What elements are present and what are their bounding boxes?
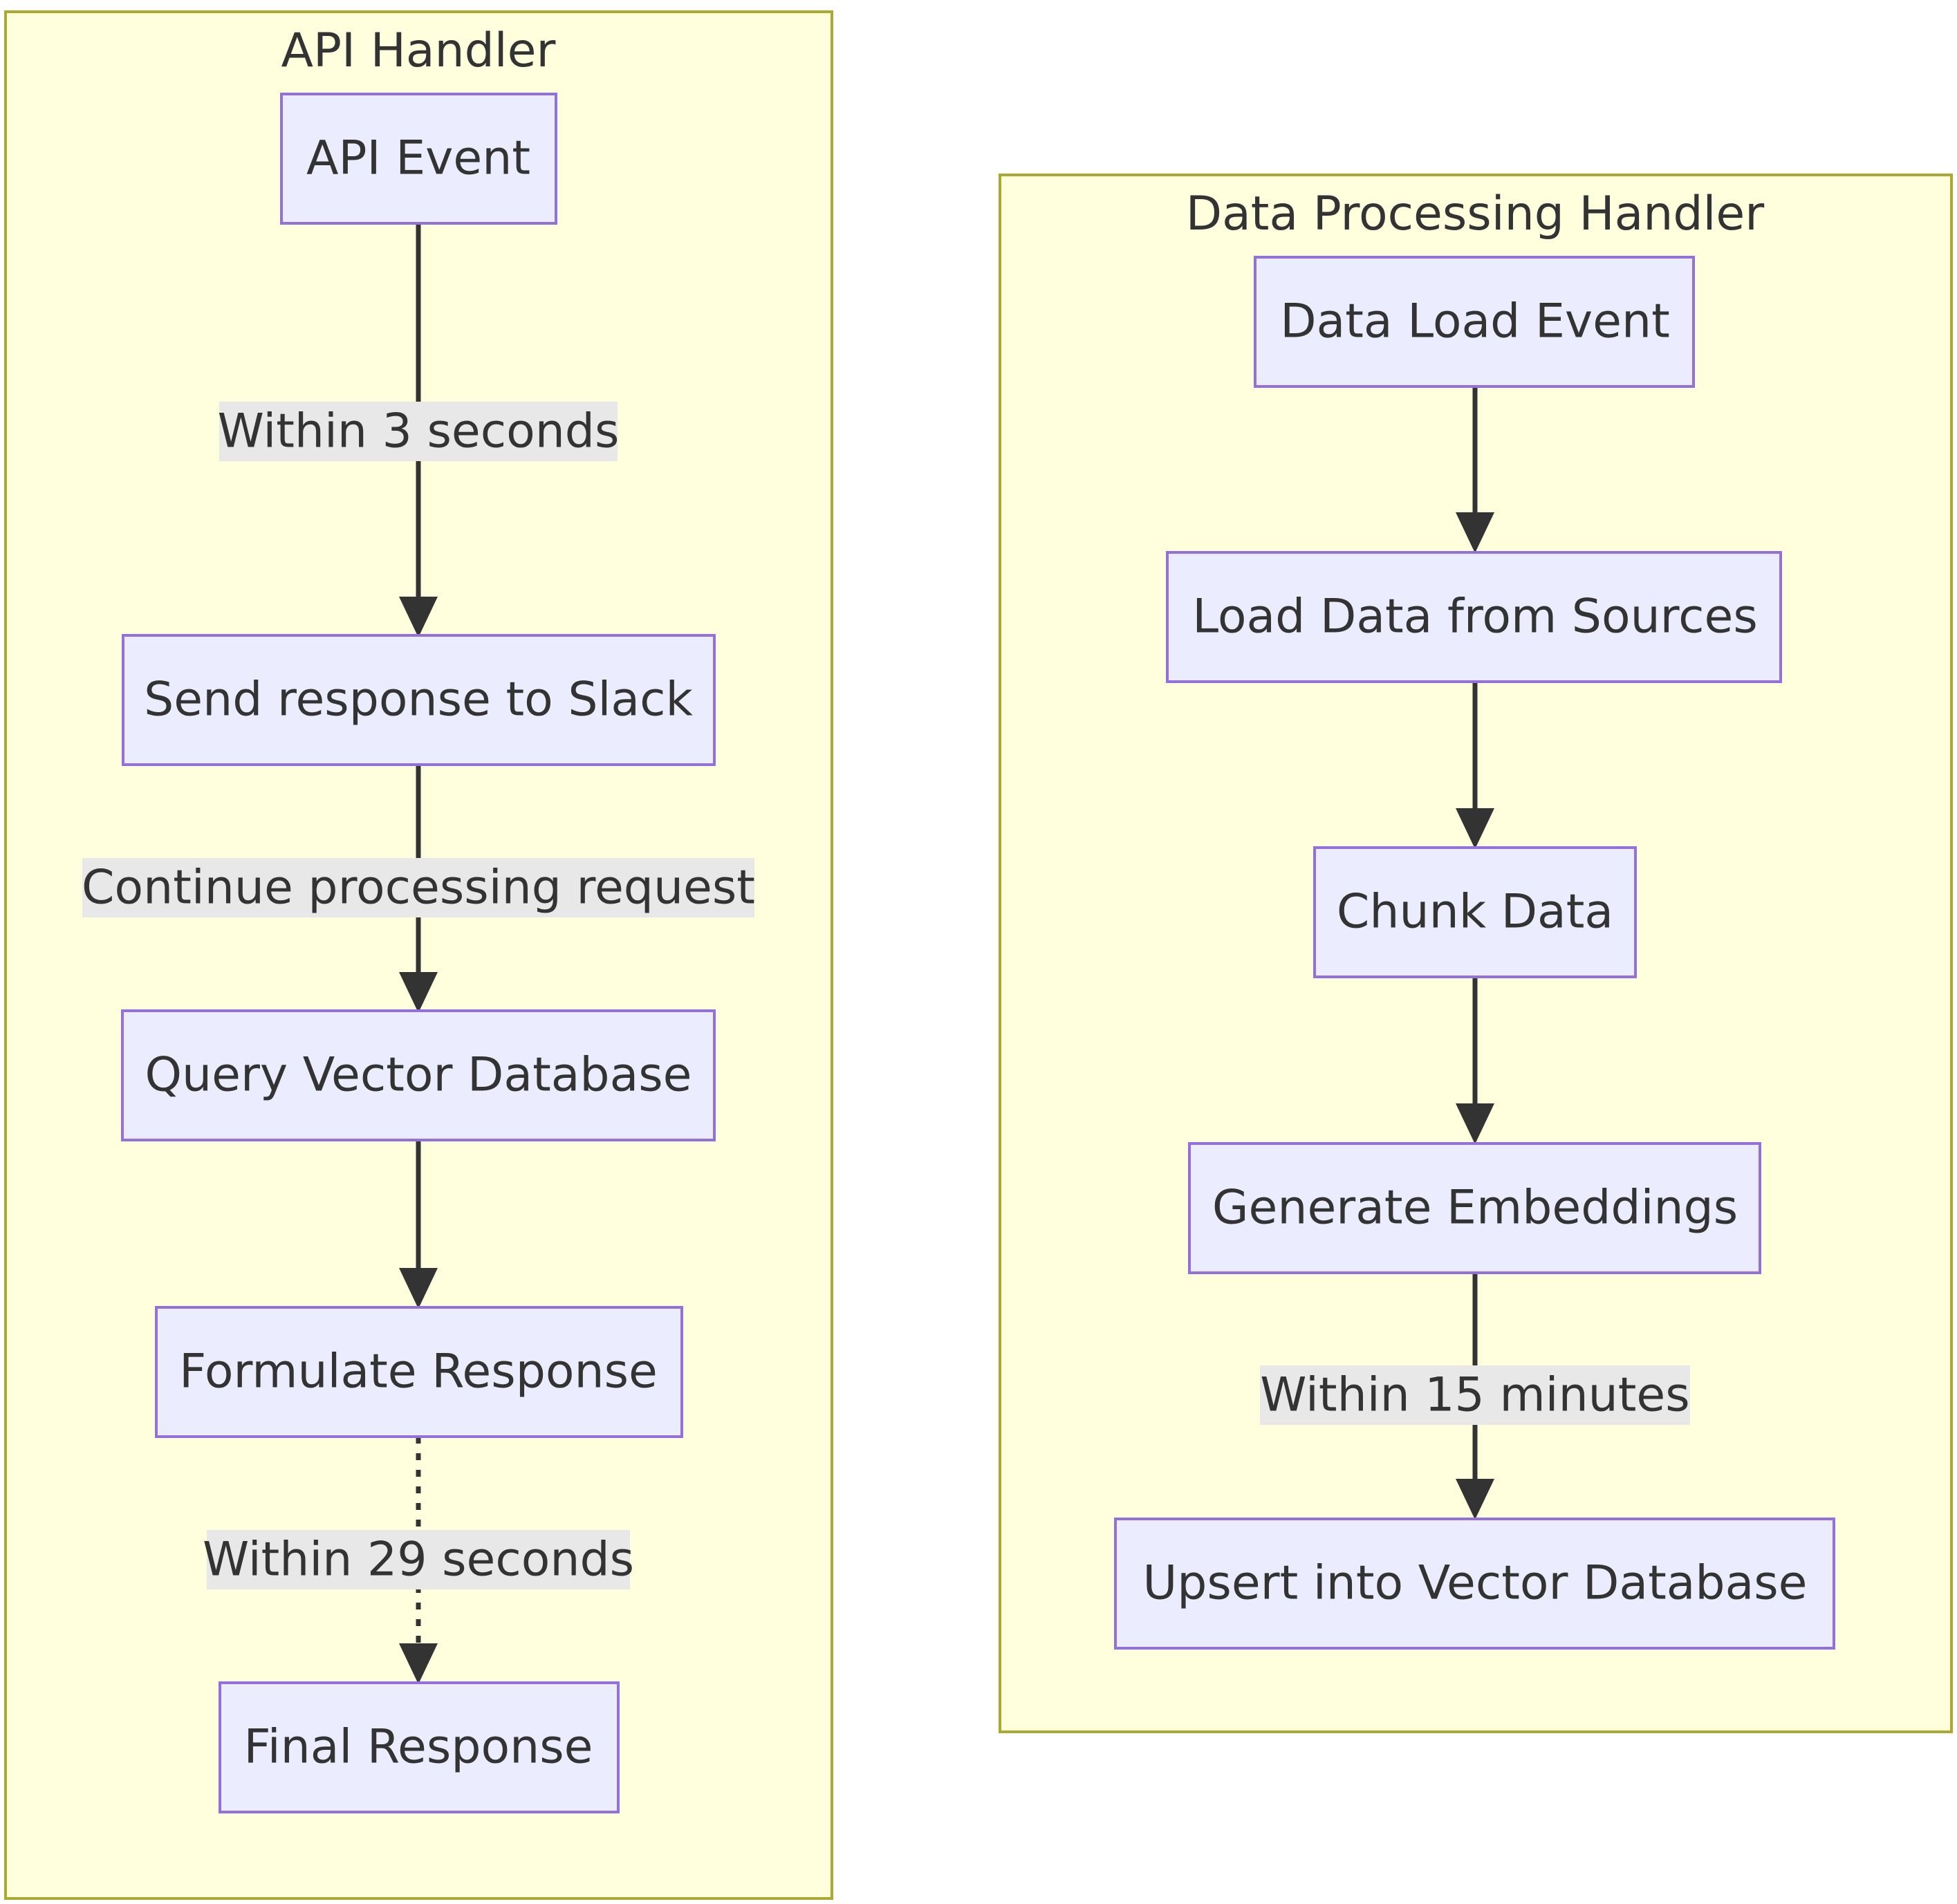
arrowhead-icon (1456, 512, 1494, 553)
node-formulate-response: Formulate Response (155, 1306, 683, 1438)
edge-data-load-to-load-data (1456, 386, 1494, 553)
svg-text:Send response to Slack: Send response to Slack (144, 673, 693, 727)
edge-query-vector-to-formulate (399, 1140, 438, 1309)
svg-text:Within 15 minutes: Within 15 minutes (1260, 1368, 1689, 1423)
edge-label-continue-processing: Continue processing request (82, 858, 755, 917)
edge-label-within-3-seconds: Within 3 seconds (218, 402, 620, 461)
node-api-event: API Event (280, 93, 557, 225)
node-data-load-event: Data Load Event (1254, 256, 1695, 388)
edge-load-data-to-chunk-data (1456, 682, 1494, 849)
svg-text:Final Response: Final Response (244, 1720, 593, 1775)
arrowhead-icon (399, 1643, 438, 1684)
svg-text:Query Vector Database: Query Vector Database (145, 1048, 692, 1103)
node-generate-embeddings: Generate Embeddings (1188, 1142, 1761, 1274)
svg-text:Generate Embeddings: Generate Embeddings (1212, 1181, 1738, 1235)
node-upsert-into-vector-database: Upsert into Vector Database (1114, 1518, 1835, 1650)
arrowhead-icon (399, 972, 438, 1013)
edge-chunk-data-to-generate-embeddings (1456, 977, 1494, 1144)
cluster-title-api-handler: API Handler (281, 24, 556, 78)
node-final-response: Final Response (219, 1681, 620, 1813)
arrowhead-icon (399, 1268, 438, 1309)
arrowhead-icon (1456, 1479, 1494, 1520)
node-send-response-to-slack: Send response to Slack (122, 634, 716, 766)
node-load-data-from-sources: Load Data from Sources (1166, 551, 1782, 683)
edge-label-within-15-minutes: Within 15 minutes (1260, 1365, 1690, 1425)
cluster-title-data-processing-handler: Data Processing Handler (1186, 187, 1764, 241)
svg-text:API Event: API Event (306, 131, 530, 186)
arrowhead-icon (1456, 808, 1494, 849)
svg-text:Continue processing request: Continue processing request (82, 861, 755, 915)
svg-text:Upsert into Vector Database: Upsert into Vector Database (1142, 1556, 1807, 1611)
arrowhead-icon (399, 597, 438, 637)
svg-text:Load Data from Sources: Load Data from Sources (1192, 590, 1758, 644)
svg-text:Data Load Event: Data Load Event (1280, 295, 1670, 349)
svg-text:Within 29 seconds: Within 29 seconds (203, 1533, 634, 1587)
node-chunk-data: Chunk Data (1313, 846, 1637, 978)
svg-text:Chunk Data: Chunk Data (1337, 885, 1613, 940)
edge-label-within-29-seconds: Within 29 seconds (203, 1530, 634, 1589)
svg-text:Within 3 seconds: Within 3 seconds (218, 404, 620, 459)
node-query-vector-database: Query Vector Database (121, 1009, 716, 1141)
svg-text:Formulate Response: Formulate Response (179, 1345, 658, 1399)
arrowhead-icon (1456, 1103, 1494, 1144)
